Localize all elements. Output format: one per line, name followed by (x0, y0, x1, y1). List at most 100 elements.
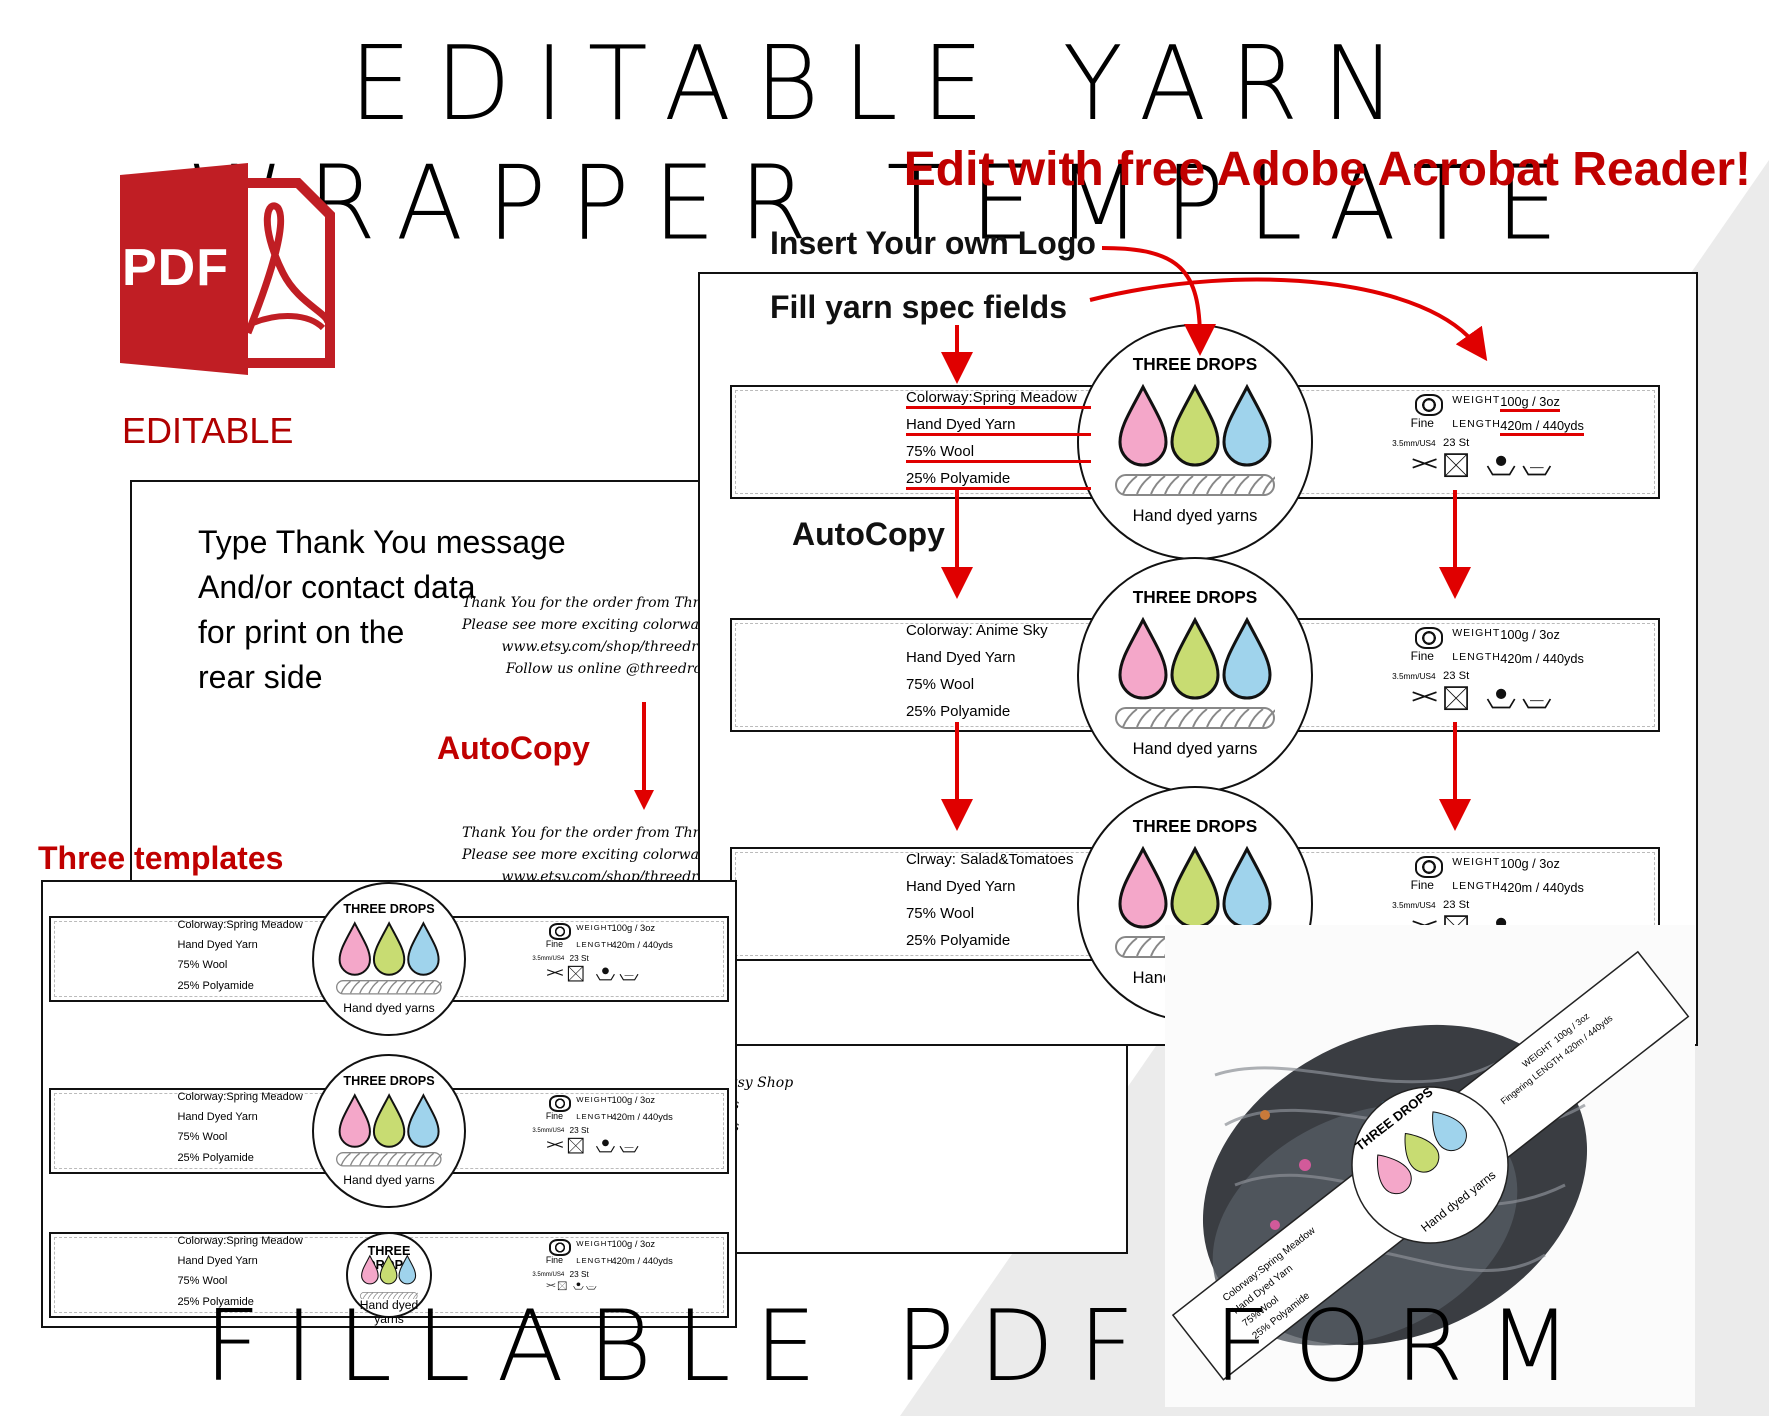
care-icons (546, 1281, 597, 1291)
length-field[interactable]: 420m / 440yds (611, 1256, 673, 1267)
spec-field-line4[interactable]: 25% Polyamide (905, 932, 1011, 950)
length-field[interactable]: 420m / 440yds (611, 1112, 673, 1123)
spec-field-line2[interactable]: Hand Dyed Yarn (905, 649, 1016, 667)
brand-name: THREE DROPS (1132, 815, 1258, 836)
drop-icon (1222, 383, 1272, 467)
spec-field-line3[interactable]: 75% Wool (177, 1275, 228, 1288)
gauge-field[interactable]: 23 St (569, 1270, 589, 1280)
drop-icon (1170, 383, 1220, 467)
weight-field[interactable]: 100g / 3oz (611, 922, 656, 933)
logo-circle[interactable]: THREE DROPS Hand dyed yarns (312, 882, 466, 1036)
needle-field[interactable]: 3.5mm/US4 (1392, 438, 1436, 448)
spec-field-line4[interactable]: 25% Polyamide (177, 1151, 254, 1164)
brand-tagline: Hand dyed yarns (343, 1001, 435, 1015)
care-icons (546, 966, 639, 982)
spec-field-line4[interactable]: 25% Polyamide (177, 979, 254, 992)
gauge-field[interactable]: 23 St (569, 954, 589, 964)
yarn-weight-label: Fine (1410, 649, 1434, 664)
spec-field-line2[interactable]: Hand Dyed Yarn (905, 416, 1092, 437)
yarn-weight-icon (549, 1094, 571, 1112)
drop-icon (1222, 616, 1272, 700)
spec-field-line3[interactable]: 75% Wool (905, 676, 975, 694)
spec-field-colorway[interactable]: Colorway:Spring Meadow (177, 919, 303, 932)
spec-field-line2[interactable]: Hand Dyed Yarn (905, 878, 1016, 896)
yarn-weight-icon (549, 922, 571, 940)
length-field[interactable]: 420m / 440yds (1500, 418, 1584, 436)
spec-field-colorway[interactable]: Colorway:Spring Meadow (177, 1091, 303, 1104)
brand-name: THREE DROPS (1132, 353, 1258, 374)
yarn-weight-icon (1415, 855, 1444, 878)
drop-icon (407, 921, 440, 976)
spec-field-colorway[interactable]: Colorway: Anime Sky (905, 622, 1048, 640)
spec-field-colorway[interactable]: Clrway: Salad&Tomatoes (905, 851, 1074, 869)
spec-field-line3[interactable]: 75% Wool (905, 905, 975, 923)
spec-field-colorway[interactable]: Colorway:Spring Meadow (177, 1235, 303, 1248)
care-icons (546, 1138, 639, 1154)
weight-field[interactable]: 100g / 3oz (1500, 626, 1560, 642)
page-title: EDITABLE YARN WRAPPER TEMPLATE (187, 24, 1582, 264)
pdf-file-icon (120, 163, 335, 375)
needle-field[interactable]: 3.5mm/US4 (532, 1271, 565, 1278)
yarn-weight-icon (1415, 626, 1444, 649)
spec-field-line2[interactable]: Hand Dyed Yarn (177, 1111, 258, 1124)
weight-field[interactable]: 100g / 3oz (611, 1094, 656, 1105)
three-templates-callout: Three templates (38, 840, 284, 876)
rope-icon (1115, 707, 1278, 730)
rope-icon (336, 1152, 444, 1167)
length-field[interactable]: 420m / 440yds (1500, 879, 1584, 895)
spec-field-line2[interactable]: Hand Dyed Yarn (177, 1255, 258, 1268)
gauge-field[interactable]: 23 St (1443, 670, 1470, 683)
yarn-weight-icon (549, 1238, 571, 1256)
spec-field-line4[interactable]: 25% Polyamide (905, 470, 1092, 491)
drop-icon (338, 921, 371, 976)
care-icons (1412, 686, 1551, 711)
thank-you-instructions: Type Thank You message And/or contact da… (198, 524, 566, 695)
needle-field[interactable]: 3.5mm/US4 (1392, 900, 1436, 910)
drop-icon (398, 1254, 417, 1285)
spec-field-colorway[interactable]: Colorway:Spring Meadow (905, 389, 1092, 410)
gauge-field[interactable]: 23 St (1443, 899, 1470, 912)
drop-icon (1118, 616, 1168, 700)
spec-field-line3[interactable]: 75% Wool (177, 1131, 228, 1144)
autocopy-left-label: AutoCopy (437, 730, 590, 766)
spec-field-line2[interactable]: Hand Dyed Yarn (177, 939, 258, 952)
pdf-label: PDF (122, 239, 229, 297)
drop-icon (361, 1254, 380, 1285)
yarn-weight-label: Fine (1410, 878, 1434, 893)
care-icons (1412, 453, 1551, 478)
needle-field[interactable]: 3.5mm/US4 (1392, 671, 1436, 681)
needle-field[interactable]: 3.5mm/US4 (532, 955, 565, 962)
yarn-weight-label: Fine (545, 1111, 563, 1122)
spec-field-line4[interactable]: 25% Polyamide (905, 703, 1011, 721)
spec-field-line3[interactable]: 75% Wool (177, 959, 228, 972)
weight-field[interactable]: 100g / 3oz (611, 1238, 656, 1249)
yarn-weight-icon (1415, 393, 1444, 416)
needle-field[interactable]: 3.5mm/US4 (532, 1127, 565, 1134)
yarn-skein-image: THREE DROPS Hand dyed yarns Colorway:Spr… (1171, 950, 1690, 1381)
weight-field[interactable]: 100g / 3oz (1500, 394, 1560, 412)
spec-field-line3[interactable]: 75% Wool (905, 443, 1092, 464)
length-field[interactable]: 420m / 440yds (611, 940, 673, 951)
rope-icon (336, 980, 444, 995)
spec-field-line4[interactable]: 25% Polyamide (177, 1295, 254, 1308)
yarn-photo: THREE DROPS Hand dyed yarns Colorway:Spr… (1165, 925, 1695, 1407)
length-field[interactable]: 420m / 440yds (1500, 650, 1584, 666)
brand-name: THREE DROPS (343, 902, 435, 916)
three-drops-logo (1118, 845, 1272, 929)
yarn-weight-label: Fine (545, 939, 563, 950)
weight-field[interactable]: 100g / 3oz (1500, 855, 1560, 871)
three-drops-logo (338, 921, 440, 976)
gauge-field[interactable]: 23 St (569, 1126, 589, 1136)
gauge-field[interactable]: 23 St (1443, 437, 1470, 450)
brand-tagline: Hand dyed yarns (1132, 739, 1258, 758)
